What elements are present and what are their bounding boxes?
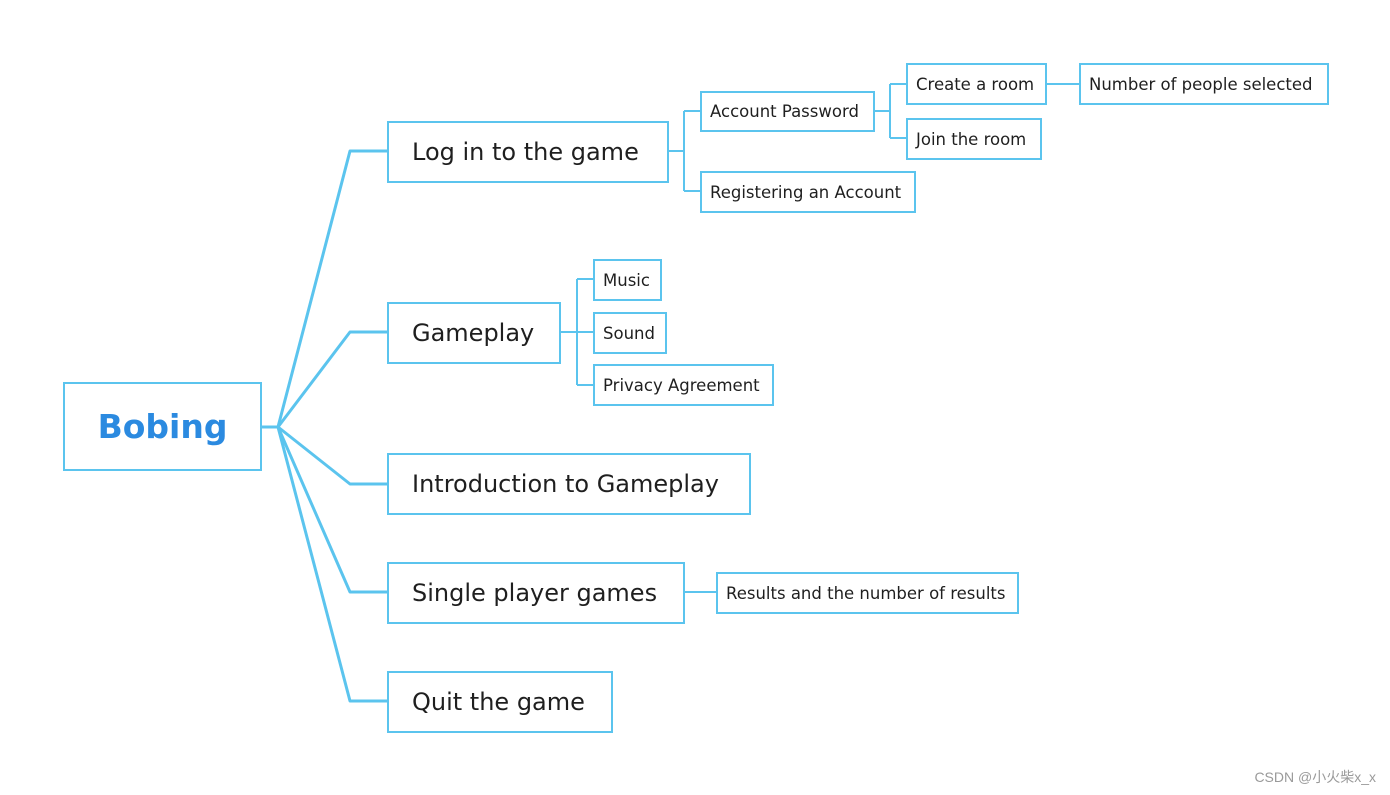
node-gameplay: Gameplay	[387, 302, 561, 364]
node-introduction-to-gameplay: Introduction to Gameplay	[387, 453, 751, 515]
root-node-bobing: Bobing	[63, 382, 262, 471]
node-create-a-room: Create a room	[906, 63, 1047, 105]
node-results-and-number-of-results: Results and the number of results	[716, 572, 1019, 614]
node-log-in-to-the-game: Log in to the game	[387, 121, 669, 183]
node-registering-an-account: Registering an Account	[700, 171, 916, 213]
node-number-of-people-selected: Number of people selected	[1079, 63, 1329, 105]
connector-root-introduction	[276, 425, 390, 486]
watermark-text: CSDN @小火柴x_x	[1254, 769, 1376, 785]
connector-root-gameplay	[276, 330, 390, 429]
connector-root-quit	[276, 425, 390, 703]
connector-root-login	[260, 149, 390, 429]
connector-account-children	[874, 83, 907, 139]
node-quit-the-game: Quit the game	[387, 671, 613, 733]
connector-login-children	[668, 110, 701, 192]
node-music: Music	[593, 259, 662, 301]
node-join-the-room: Join the room	[906, 118, 1042, 160]
node-single-player-games: Single player games	[387, 562, 685, 624]
node-privacy-agreement: Privacy Agreement	[593, 364, 774, 406]
connector-gameplay-children	[560, 278, 594, 386]
node-account-password: Account Password	[700, 91, 875, 132]
node-sound: Sound	[593, 312, 667, 354]
connector-root-single-player	[276, 425, 390, 594]
